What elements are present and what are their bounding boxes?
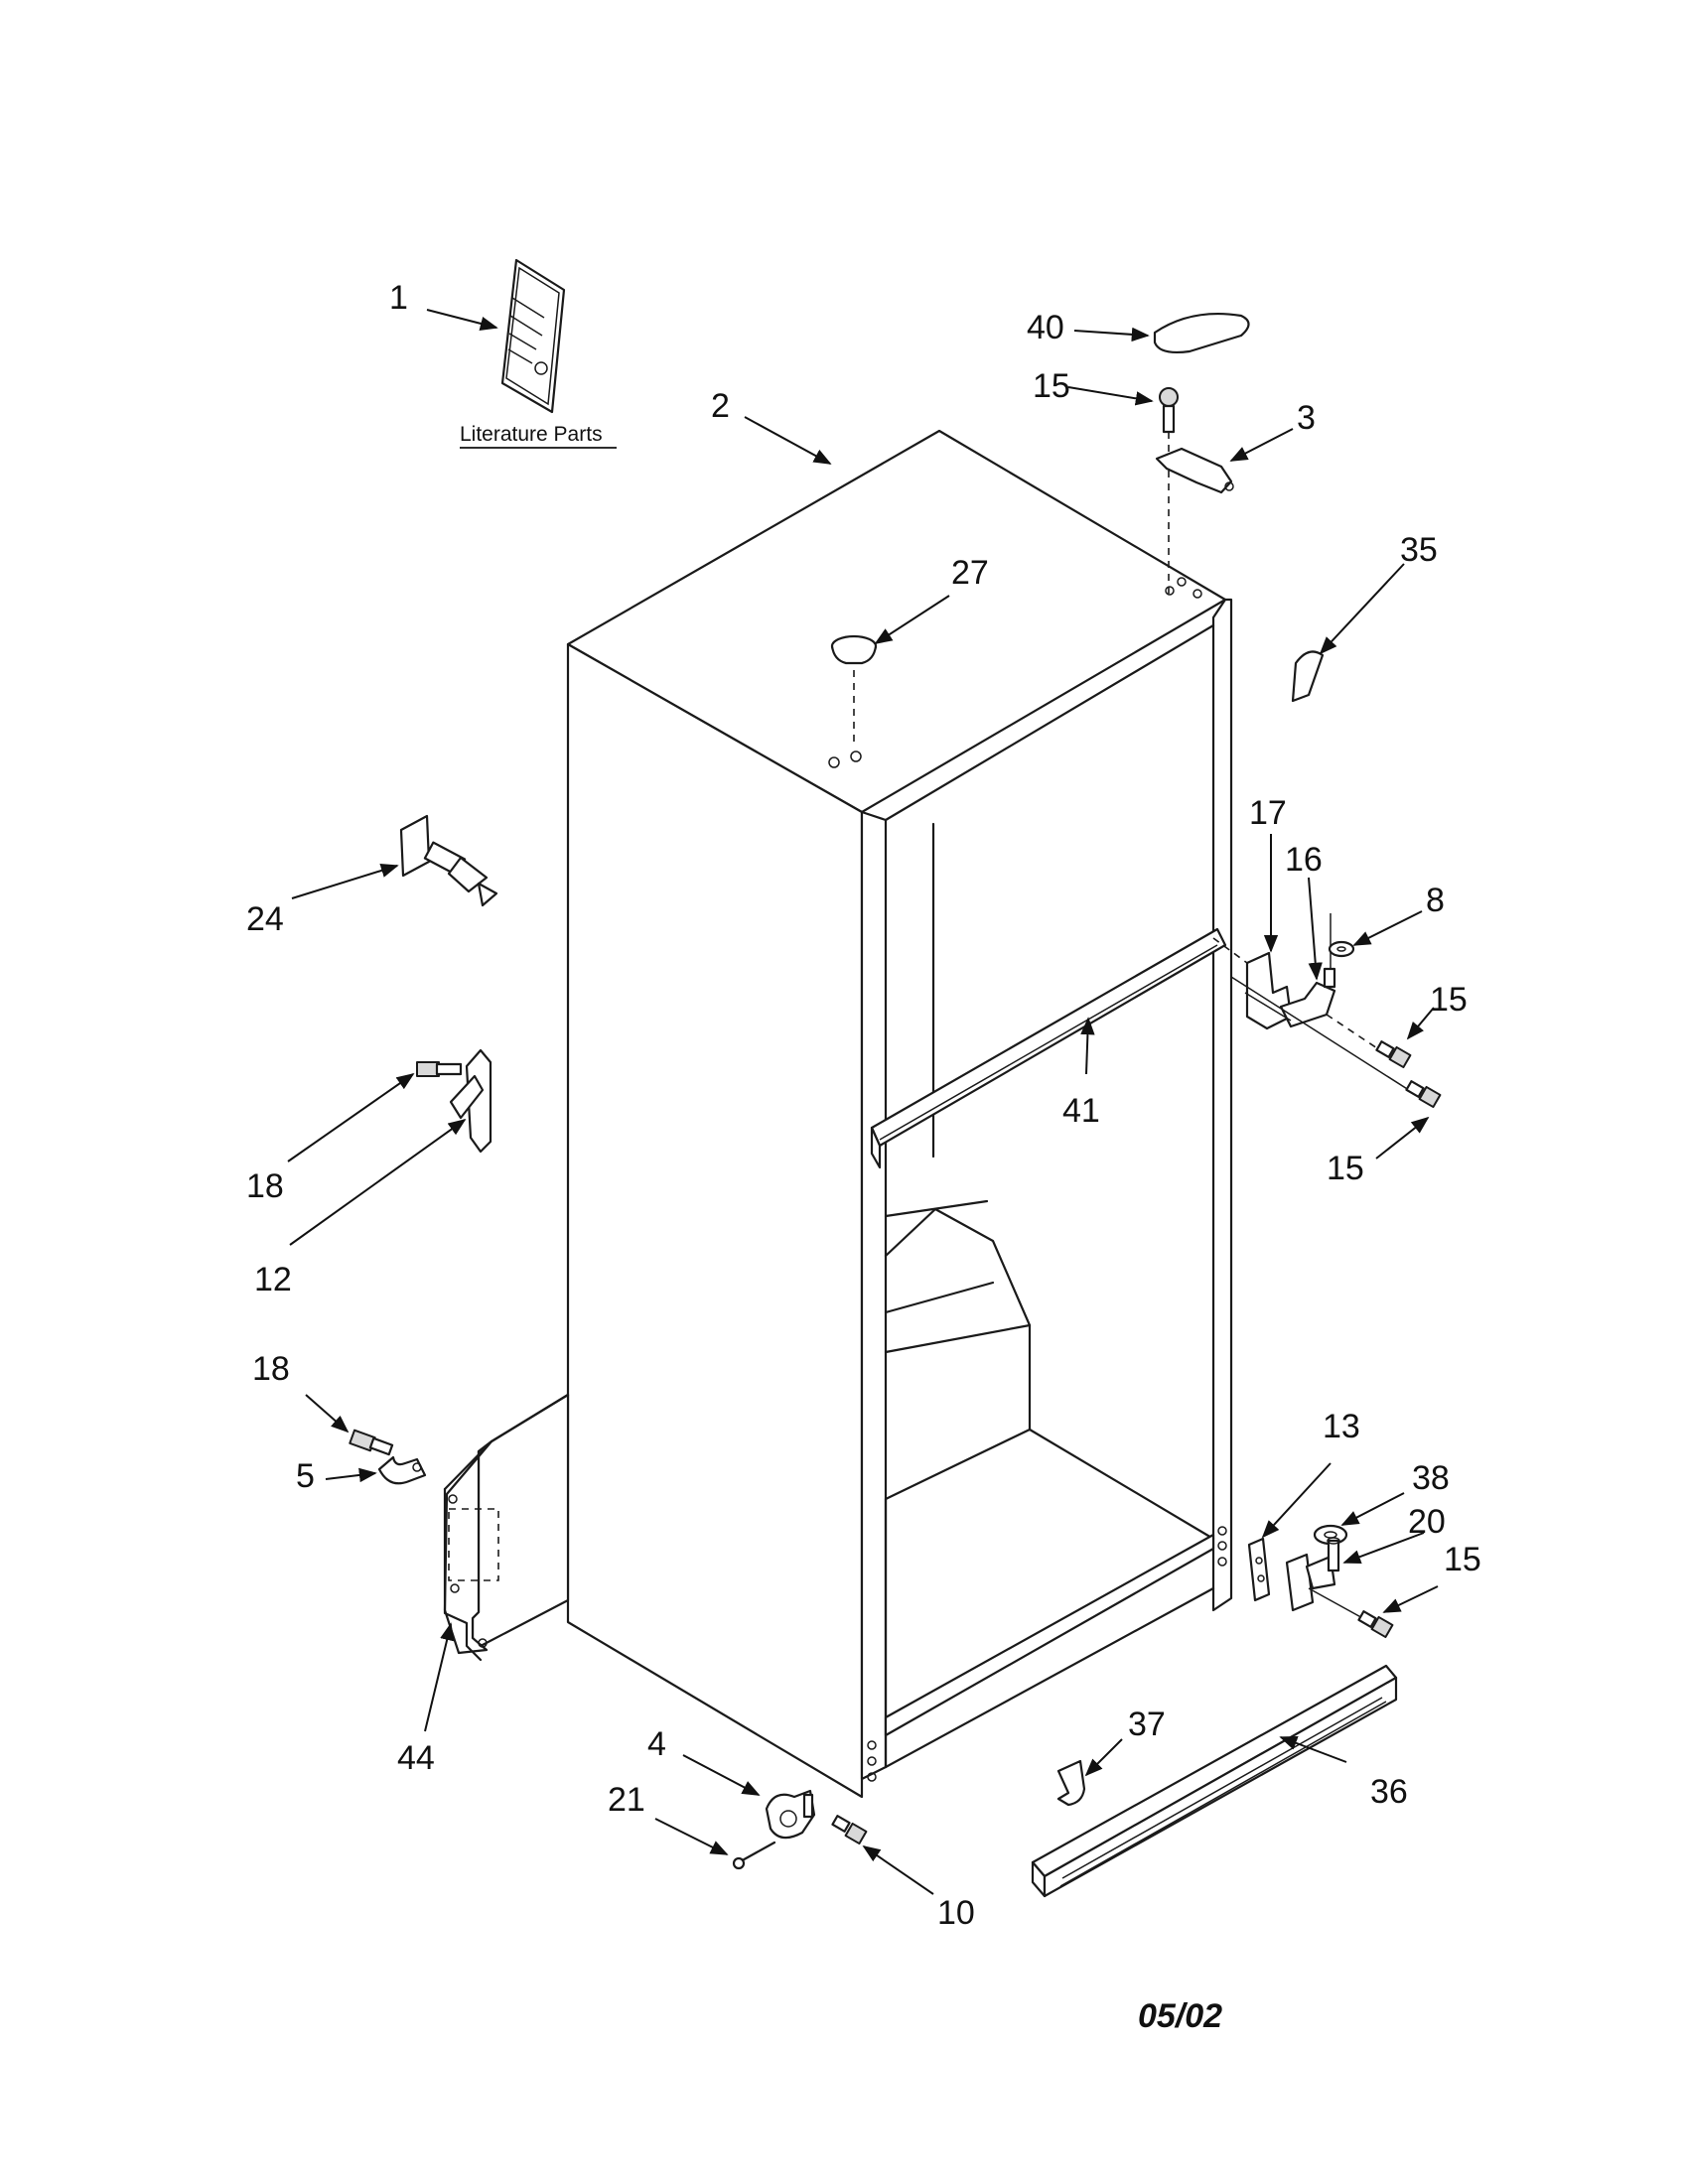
- callout-40: 40: [1027, 309, 1064, 346]
- callout-1: 1: [389, 279, 408, 317]
- door-stop-clip: [1291, 650, 1325, 703]
- screw-18-upper: [416, 1061, 463, 1077]
- screw-18-lower: [349, 1429, 394, 1456]
- callout-5: 5: [296, 1457, 315, 1495]
- clip-clamp: [377, 1455, 427, 1485]
- hinge-washer: [1328, 940, 1355, 958]
- leader-arrows: [287, 309, 1439, 1895]
- literature-parts-label: Literature Parts: [460, 423, 603, 446]
- literature-booklet: [500, 258, 566, 414]
- callout-20: 20: [1408, 1503, 1446, 1541]
- hinge-shim: [1247, 1537, 1271, 1602]
- hinge-cover: [1153, 313, 1250, 354]
- callout-38: 38: [1412, 1459, 1450, 1497]
- callout-8: 8: [1426, 882, 1445, 919]
- callout-2: 2: [711, 387, 730, 425]
- screw-15-mid-b: [1230, 976, 1442, 1109]
- grille-clip: [1056, 1759, 1086, 1807]
- callout-10: 10: [937, 1894, 975, 1932]
- rear-panel: [443, 1393, 570, 1662]
- date-code: 05/02: [1138, 1997, 1222, 2035]
- roller-pin: [732, 1841, 776, 1870]
- callout-17: 17: [1249, 794, 1287, 832]
- callout-13: 13: [1323, 1408, 1360, 1445]
- center-mullion-rail: [870, 927, 1227, 1169]
- callout-41: 41: [1062, 1092, 1100, 1130]
- refrigerator-cabinet: [566, 429, 1233, 1799]
- toe-grille: [1031, 1664, 1398, 1898]
- callout-15-mid-b: 15: [1327, 1150, 1364, 1187]
- bottom-hinge: [1285, 1537, 1340, 1612]
- callout-21: 21: [608, 1781, 645, 1819]
- callout-27: 27: [951, 554, 989, 592]
- center-hinge-bracket: [1212, 913, 1336, 1030]
- callout-12: 12: [254, 1261, 292, 1298]
- callout-35: 35: [1400, 531, 1438, 569]
- screw-10: [831, 1815, 868, 1845]
- callout-4: 4: [647, 1725, 666, 1763]
- callout-3: 3: [1297, 399, 1316, 437]
- handle-stud: [399, 814, 498, 907]
- top-hinge: [1155, 447, 1234, 494]
- callout-24: 24: [246, 900, 284, 938]
- callout-18-lower: 18: [252, 1350, 290, 1388]
- screw-15-mid-a: [1326, 1014, 1412, 1069]
- plug-button: [830, 634, 878, 743]
- callout-15-mid-a: 15: [1430, 981, 1468, 1019]
- callout-36: 36: [1370, 1773, 1408, 1811]
- screw-15-bottom: [1308, 1587, 1394, 1639]
- roller-assembly: [765, 1789, 816, 1840]
- callout-15-bottom: 15: [1444, 1541, 1481, 1578]
- callout-44: 44: [397, 1739, 435, 1777]
- callout-16: 16: [1285, 841, 1323, 879]
- callout-18-upper: 18: [246, 1167, 284, 1205]
- callout-37: 37: [1128, 1706, 1166, 1743]
- bracket-12: [449, 1048, 492, 1154]
- callout-15-top: 15: [1033, 367, 1070, 405]
